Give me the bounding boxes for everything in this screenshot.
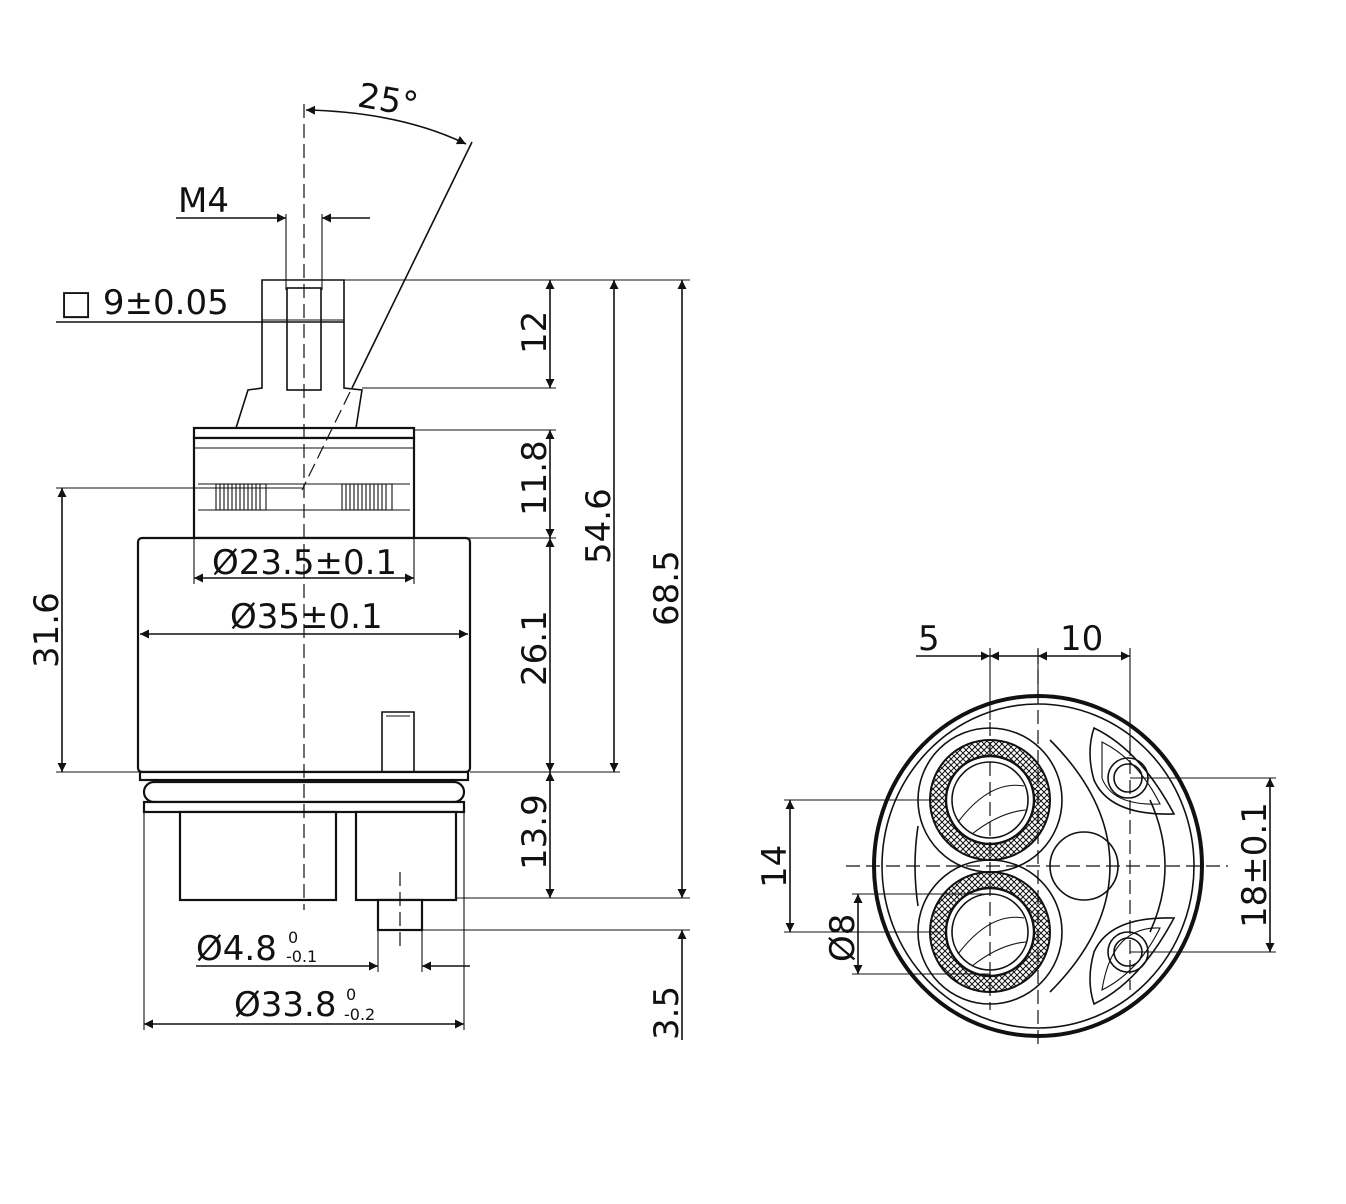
dia-4-8-tol-lower: -0.1 <box>286 947 317 966</box>
side-view: 25° M4 □ 9±0.05 12 11.8 26.1 13.9 54.6 6… <box>27 76 690 1040</box>
key-notch <box>381 711 415 772</box>
dim-13-9: 13.9 <box>515 794 555 870</box>
dim-31-6: 31.6 <box>27 592 67 668</box>
thread-label: M4 <box>178 181 229 221</box>
dim-26-1: 26.1 <box>515 610 555 686</box>
dim-10: 10 <box>1060 619 1103 659</box>
dia-4-8: Ø4.8 <box>196 929 277 969</box>
dia-33-8-tol-upper: 0 <box>346 985 356 1004</box>
foot-right <box>354 810 458 902</box>
square-label: □ 9±0.05 <box>60 283 229 323</box>
port-upper <box>917 727 1063 873</box>
dim-14: 14 <box>755 845 795 888</box>
dia-33-8: Ø33.8 <box>234 985 336 1025</box>
bottom-view: 5 10 14 Ø8 18±0.1 <box>755 619 1276 1050</box>
dia-35: Ø35±0.1 <box>230 597 383 637</box>
stem-section <box>234 279 363 429</box>
foot-left <box>178 810 338 902</box>
dim-68-5: 68.5 <box>647 550 687 626</box>
dim-5: 5 <box>918 619 940 659</box>
dim-12: 12 <box>515 311 555 354</box>
dim-18: 18±0.1 <box>1235 802 1275 928</box>
dia-33-8-tol-lower: -0.2 <box>344 1005 375 1024</box>
serrations-right <box>341 483 393 511</box>
dim-11-8: 11.8 <box>515 440 555 516</box>
dia-4-8-tol-upper: 0 <box>288 928 298 947</box>
dia-8: Ø8 <box>823 914 863 962</box>
dia-23-5: Ø23.5±0.1 <box>212 543 397 583</box>
angle-label: 25° <box>355 76 421 126</box>
dim-3-5: 3.5 <box>647 986 687 1040</box>
dim-54-6: 54.6 <box>579 488 619 564</box>
serrations-left <box>215 483 267 511</box>
